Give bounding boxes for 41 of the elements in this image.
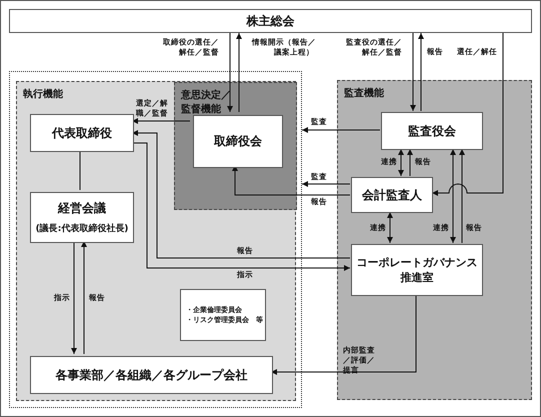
area-heading: 監査機能: [344, 86, 384, 100]
arrow: [270, 294, 416, 375]
box-title: 代表取締役: [52, 124, 112, 142]
box-title: 会計監査人: [362, 186, 422, 204]
arrow: [432, 32, 504, 196]
arrow: [459, 148, 465, 244]
arrow: [450, 148, 456, 244]
box-title: 監査役会: [408, 122, 456, 140]
note-box: [180, 289, 266, 341]
arrow: [132, 130, 350, 258]
process-box: [193, 115, 283, 168]
area-heading: 意思決定／監督機能: [181, 88, 232, 116]
box-title: 各事業部／各組織／各グループ会社: [56, 366, 248, 384]
arrow: [418, 32, 424, 112]
function-area: [174, 82, 297, 210]
process-box: [30, 356, 273, 394]
function-area: [337, 80, 532, 400]
process-box: [9, 9, 532, 33]
arrow: [81, 240, 87, 354]
arrow: [398, 148, 404, 176]
process-box: [30, 114, 134, 152]
box-subtitle: (議長:代表取締役社長): [36, 222, 128, 235]
box-title: 経営会議: [58, 200, 106, 217]
arrow: [71, 240, 77, 354]
arrow: [410, 32, 416, 112]
arrow: [132, 142, 350, 271]
process-box: [381, 112, 483, 150]
arrow: [302, 181, 350, 187]
box-title: コーポレートガバナンス推進室: [356, 255, 478, 285]
arrow: [302, 127, 380, 133]
arrow: [132, 118, 190, 124]
arrow: [227, 32, 233, 112]
process-box: [30, 192, 134, 243]
area-heading: 執行機能: [23, 88, 63, 101]
process-box: [351, 177, 433, 213]
box-title: 株主総会: [246, 12, 294, 30]
box-title: 取締役会: [214, 133, 262, 150]
arrow: [407, 148, 413, 176]
arrow: [236, 32, 242, 112]
process-box: [351, 244, 483, 296]
arrow: [387, 212, 393, 244]
